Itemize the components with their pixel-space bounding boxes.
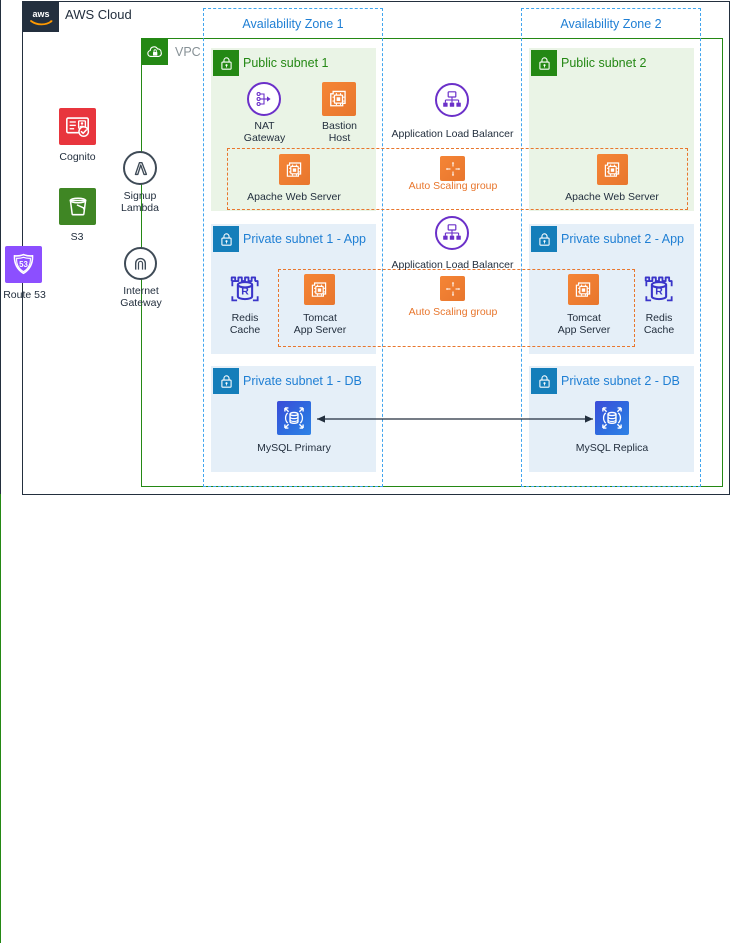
internet-gateway-label-line1: Internet	[123, 285, 159, 297]
application-load-balancer-icon	[435, 216, 469, 250]
route53-label: Route 53	[3, 289, 46, 301]
redis-cache-1-label-line1: Redis	[231, 312, 259, 324]
private-subnet-1-app-title: Private subnet 1 - App	[243, 232, 366, 246]
tomcat-app-server-1-label-line1: Tomcat	[303, 312, 337, 324]
tomcat-app-server-1-label: Tomcat App Server	[288, 312, 352, 336]
nat-gateway-label-line2: Gateway	[243, 132, 286, 145]
svg-text:53: 53	[19, 260, 28, 269]
subnet-lock-icon	[213, 226, 239, 252]
redis-cache-1-label: Redis Cache	[216, 312, 274, 336]
rds-mysql-icon	[595, 401, 629, 435]
ec2-instance-icon	[304, 274, 335, 305]
application-load-balancer-app-label: Application Load Balancer	[391, 259, 514, 271]
ec2-instance-icon	[279, 154, 310, 185]
svg-text:R: R	[241, 286, 249, 297]
subnet-lock-icon	[213, 50, 239, 76]
mysql-replica-label: MySQL Replica	[575, 442, 649, 454]
subnet-lock-icon	[531, 368, 557, 394]
route53-shield-icon: 53	[5, 246, 42, 283]
private-subnet-1-db-title: Private subnet 1 - DB	[243, 374, 362, 388]
auto-scaling-group-app-label: Auto Scaling group	[408, 306, 498, 318]
subnet-lock-icon	[213, 368, 239, 394]
application-load-balancer-web-label: Application Load Balancer	[391, 128, 514, 140]
tomcat-app-server-2-label-line1: Tomcat	[567, 312, 601, 324]
tomcat-app-server-2-label: Tomcat App Server	[552, 312, 616, 336]
internet-gateway-label: Internet Gateway	[110, 285, 172, 309]
auto-scaling-group-web-label: Auto Scaling group	[408, 180, 498, 192]
apache-web-server-1-label: Apache Web Server	[247, 191, 341, 203]
ec2-instance-icon	[597, 154, 628, 185]
s3-label: S3	[70, 231, 84, 243]
svg-text:aws: aws	[32, 9, 49, 19]
internet-gateway-label-line2: Gateway	[120, 297, 162, 310]
internet-gateway-icon	[124, 247, 157, 280]
availability-zone-1-boundary	[203, 8, 383, 487]
vpc-cloud-lock-icon	[142, 39, 168, 65]
elasticache-redis-icon: R	[226, 270, 264, 308]
cognito-label: Cognito	[59, 151, 96, 163]
auto-scaling-group-icon	[440, 156, 465, 181]
redis-cache-2-label-line2: Cache	[643, 324, 675, 337]
signup-lambda-label: Signup Lambda	[110, 190, 170, 214]
bastion-host-label-line1: Bastion	[321, 120, 358, 132]
availability-zone-2-boundary	[521, 8, 701, 487]
public-subnet-2-title: Public subnet 2	[561, 56, 647, 70]
private-subnet-2-app-title: Private subnet 2 - App	[561, 232, 684, 246]
tomcat-app-server-2-label-line2: App Server	[557, 324, 611, 337]
mysql-primary-label: MySQL Primary	[257, 442, 331, 454]
auto-scaling-group-app-tier-boundary	[278, 269, 635, 347]
public-subnet-1-title: Public subnet 1	[243, 56, 329, 70]
route53-connector-line	[0, 0, 2, 494]
redis-cache-2-label-line1: Redis	[645, 312, 673, 324]
private-subnet-2-db-title: Private subnet 2 - DB	[561, 374, 680, 388]
rds-mysql-icon	[277, 401, 311, 435]
nat-gateway-label-line1: NAT	[254, 120, 275, 132]
s3-bucket-icon	[59, 188, 96, 225]
apache-web-server-2-label: Apache Web Server	[565, 191, 659, 203]
ec2-instance-icon	[322, 82, 356, 116]
ec2-instance-icon	[568, 274, 599, 305]
subnet-lock-icon	[531, 50, 557, 76]
signup-lambda-label-line2: Lambda	[121, 202, 159, 215]
redis-cache-1-label-line2: Cache	[229, 324, 261, 337]
tomcat-app-server-1-label-line2: App Server	[293, 324, 347, 337]
bastion-host-label: Bastion Host	[311, 120, 368, 144]
vpc-edge-line	[0, 494, 2, 943]
auto-scaling-group-icon	[440, 276, 465, 301]
lambda-icon	[123, 151, 157, 185]
application-load-balancer-icon	[435, 83, 469, 117]
svg-text:R: R	[655, 286, 663, 297]
bastion-host-label-line2: Host	[328, 132, 351, 145]
cognito-id-card-icon	[59, 108, 96, 145]
subnet-lock-icon	[531, 226, 557, 252]
vpc-title: VPC	[175, 45, 201, 59]
elasticache-redis-icon: R	[640, 270, 678, 308]
redis-cache-2-label: Redis Cache	[630, 312, 688, 336]
availability-zone-2-title: Availability Zone 2	[560, 17, 662, 31]
availability-zone-1-title: Availability Zone 1	[242, 17, 344, 31]
nat-gateway-label: NAT Gateway	[236, 120, 293, 144]
aws-cloud-title: AWS Cloud	[65, 7, 132, 22]
auto-scaling-group-web-tier-boundary	[227, 148, 688, 210]
signup-lambda-label-line1: Signup	[123, 190, 157, 202]
mysql-replication-arrow	[317, 415, 593, 423]
nat-gateway-icon	[247, 82, 281, 116]
aws-logo-icon: aws	[23, 2, 59, 32]
